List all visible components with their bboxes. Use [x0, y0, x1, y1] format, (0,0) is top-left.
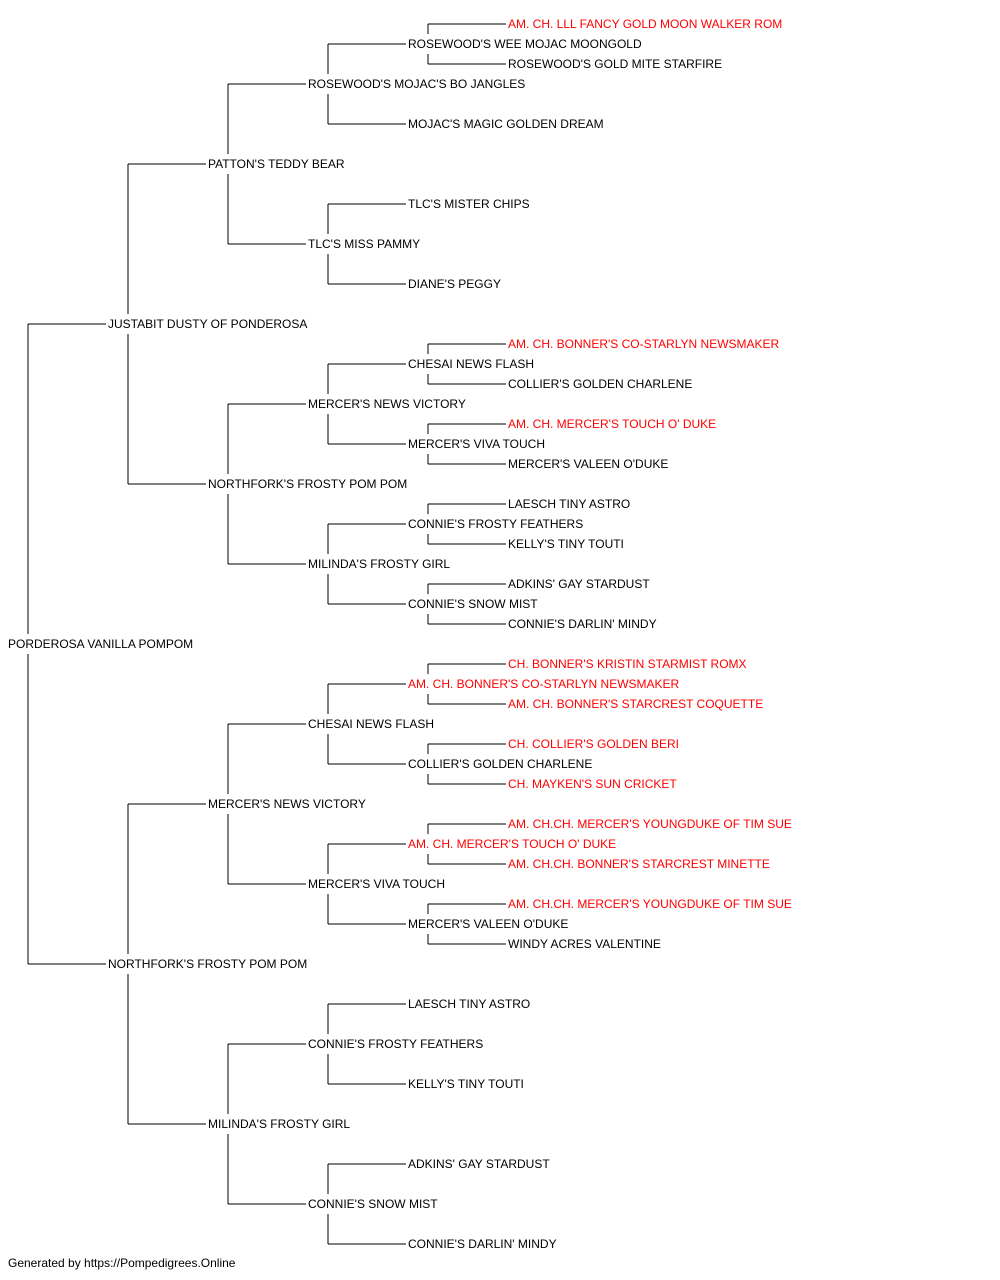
ancestor-root-sire-dam-dam-sire-sire-laesch-tiny-astro: LAESCH TINY ASTRO — [508, 497, 630, 511]
ancestor-root-sire-justabit-dusty-of-ponderosa: JUSTABIT DUSTY OF PONDEROSA — [108, 317, 307, 331]
ancestor-root-dam-sire-dam-dam-dam-windy-acres-valentine: WINDY ACRES VALENTINE — [508, 937, 661, 951]
ancestor-root-sire-sire-sire-sire-rosewood-s-wee-mojac-moongold: ROSEWOOD'S WEE MOJAC MOONGOLD — [408, 37, 642, 51]
ancestor-root-sire-sire-patton-s-teddy-bear: PATTON'S TEDDY BEAR — [208, 157, 345, 171]
ancestor-root-dam-dam-dam-dam-connie-s-darlin-mindy: CONNIE'S DARLIN' MINDY — [408, 1237, 557, 1250]
ancestor-root-dam-dam-dam-connie-s-snow-mist: CONNIE'S SNOW MIST — [308, 1197, 438, 1211]
ancestor-root-sire-dam-dam-sire-connie-s-frosty-feathers: CONNIE'S FROSTY FEATHERS — [408, 517, 583, 531]
ancestor-root-dam-sire-sire-sire-sire-ch-bonner-s-kristin-starmist-romx: CH. BONNER'S KRISTIN STARMIST ROMX — [508, 657, 747, 671]
ancestor-root-sire-dam-dam-dam-dam-connie-s-darlin-mindy: CONNIE'S DARLIN' MINDY — [508, 617, 657, 631]
ancestor-root-dam-sire-dam-sire-dam-am-ch-ch-bonner-s-starcrest-minette: AM. CH.CH. BONNER'S STARCREST MINETTE — [508, 857, 770, 871]
ancestor-root-dam-dam-sire-dam-kelly-s-tiny-touti: KELLY'S TINY TOUTI — [408, 1077, 524, 1091]
ancestor-root-sire-dam-dam-sire-dam-kelly-s-tiny-touti: KELLY'S TINY TOUTI — [508, 537, 624, 551]
ancestor-root-dam-sire-sire-dam-dam-ch-mayken-s-sun-cricket: CH. MAYKEN'S SUN CRICKET — [508, 777, 677, 791]
pedigree-tree: PORDEROSA VANILLA POMPOM JUSTABIT DUSTY O… — [8, 17, 792, 1250]
ancestor-root-dam-dam-sire-connie-s-frosty-feathers: CONNIE'S FROSTY FEATHERS — [308, 1037, 483, 1051]
ancestor-root-sire-dam-dam-milinda-s-frosty-girl: MILINDA'S FROSTY GIRL — [308, 557, 450, 571]
ancestor-root-sire-sire-dam-tlc-s-miss-pammy: TLC'S MISS PAMMY — [308, 237, 420, 251]
ancestor-root-sire-dam-sire-dam-sire-am-ch-mercer-s-touch-o-duke: AM. CH. MERCER'S TOUCH O' DUKE — [508, 417, 716, 431]
ancestor-root-dam-sire-sire-sire-dam-am-ch-bonner-s-starcrest-coquette: AM. CH. BONNER'S STARCREST COQUETTE — [508, 697, 763, 711]
ancestor-root-sire-sire-sire-rosewood-s-mojac-s-bo-jangles: ROSEWOOD'S MOJAC'S BO JANGLES — [308, 77, 525, 91]
ancestor-root-dam-dam-milinda-s-frosty-girl: MILINDA'S FROSTY GIRL — [208, 1117, 350, 1131]
ancestor-root-sire-dam-sire-sire-sire-am-ch-bonner-s-co-starlyn-newsmaker: AM. CH. BONNER'S CO-STARLYN NEWSMAKER — [508, 337, 780, 351]
ancestor-root-sire-sire-dam-sire-tlc-s-mister-chips: TLC'S MISTER CHIPS — [408, 197, 530, 211]
ancestor-root-dam-sire-dam-mercer-s-viva-touch: MERCER'S VIVA TOUCH — [308, 877, 445, 891]
ancestor-root-sire-dam-sire-mercer-s-news-victory: MERCER'S NEWS VICTORY — [308, 397, 466, 411]
ancestor-root-dam-sire-sire-chesai-news-flash: CHESAI NEWS FLASH — [308, 717, 434, 731]
ancestor-root-dam-sire-dam-dam-sire-am-ch-ch-mercer-s-youngduke-of-tim-sue: AM. CH.CH. MERCER'S YOUNGDUKE OF TIM SUE — [508, 897, 792, 911]
ancestor-root-dam-sire-dam-sire-am-ch-mercer-s-touch-o-duke: AM. CH. MERCER'S TOUCH O' DUKE — [408, 837, 616, 851]
ancestor-root-dam-northfork-s-frosty-pom-pom: NORTHFORK'S FROSTY POM POM — [108, 957, 307, 971]
ancestor-root-sire-dam-dam-dam-sire-adkins-gay-stardust: ADKINS' GAY STARDUST — [508, 577, 650, 591]
ancestor-root-dam-sire-dam-dam-mercer-s-valeen-o-duke: MERCER'S VALEEN O'DUKE — [408, 917, 568, 931]
ancestor-root-dam-sire-sire-dam-collier-s-golden-charlene: COLLIER'S GOLDEN CHARLENE — [408, 757, 592, 771]
ancestor-root-dam-sire-sire-sire-am-ch-bonner-s-co-starlyn-newsmaker: AM. CH. BONNER'S CO-STARLYN NEWSMAKER — [408, 677, 680, 691]
ancestor-root-dam-dam-sire-sire-laesch-tiny-astro: LAESCH TINY ASTRO — [408, 997, 530, 1011]
ancestor-root-dam-sire-sire-dam-sire-ch-collier-s-golden-beri: CH. COLLIER'S GOLDEN BERI — [508, 737, 679, 751]
ancestor-root-sire-dam-sire-sire-dam-collier-s-golden-charlene: COLLIER'S GOLDEN CHARLENE — [508, 377, 692, 391]
ancestor-root-dam-dam-dam-sire-adkins-gay-stardust: ADKINS' GAY STARDUST — [408, 1157, 550, 1171]
ancestor-subject-porderosa-vanilla-pompom: PORDEROSA VANILLA POMPOM — [8, 637, 193, 651]
footer-credit: Generated by https://Pompedigrees.Online — [8, 1256, 236, 1270]
ancestor-root-sire-sire-sire-dam-mojac-s-magic-golden-dream: MOJAC'S MAGIC GOLDEN DREAM — [408, 117, 604, 131]
ancestor-root-sire-sire-sire-sire-dam-rosewood-s-gold-mite-starfire: ROSEWOOD'S GOLD MITE STARFIRE — [508, 57, 722, 71]
ancestor-root-sire-dam-northfork-s-frosty-pom-pom: NORTHFORK'S FROSTY POM POM — [208, 477, 407, 491]
ancestor-root-sire-sire-dam-dam-diane-s-peggy: DIANE'S PEGGY — [408, 277, 501, 291]
ancestor-root-dam-sire-mercer-s-news-victory: MERCER'S NEWS VICTORY — [208, 797, 366, 811]
ancestor-root-sire-dam-sire-dam-dam-mercer-s-valeen-o-duke: MERCER'S VALEEN O'DUKE — [508, 457, 668, 471]
ancestor-root-sire-sire-sire-sire-sire-am-ch-lll-fancy-gold-moon-walker-rom: AM. CH. LLL FANCY GOLD MOON WALKER ROM — [508, 17, 782, 31]
ancestor-root-sire-dam-dam-dam-connie-s-snow-mist: CONNIE'S SNOW MIST — [408, 597, 538, 611]
ancestor-root-sire-dam-sire-dam-mercer-s-viva-touch: MERCER'S VIVA TOUCH — [408, 437, 545, 451]
ancestor-root-dam-sire-dam-sire-sire-am-ch-ch-mercer-s-youngduke-of-tim-sue: AM. CH.CH. MERCER'S YOUNGDUKE OF TIM SUE — [508, 817, 792, 831]
ancestor-root-sire-dam-sire-sire-chesai-news-flash: CHESAI NEWS FLASH — [408, 357, 534, 371]
